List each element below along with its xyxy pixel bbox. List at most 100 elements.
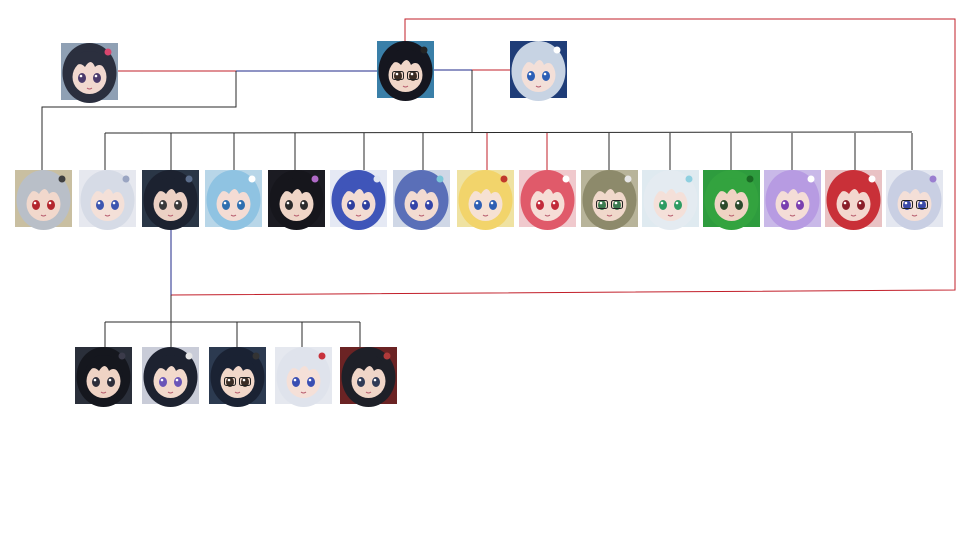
portrait-eye-right [237,200,245,210]
portrait-eye-shine-right [919,201,923,205]
portrait-accessory [118,352,126,360]
portrait-face [530,187,565,221]
portrait-bangs [712,178,751,200]
portrait-eye-left [659,200,667,210]
portrait-eye-left [92,377,100,387]
portrait-silver-hair-red-eyes [15,170,72,230]
portrait-eye-shine-right [490,201,494,205]
portrait-bangs [284,355,323,377]
portrait-face [216,187,251,221]
portrait-eye-right [542,71,550,81]
portrait-face [836,187,871,221]
portrait-face [404,187,439,221]
portrait-eye-right [47,200,55,210]
portrait-eye-right [362,200,370,210]
portrait-eye-shine-right [48,201,52,205]
portrait-glasses-right [407,71,419,80]
portrait-eye-shine-left [395,72,399,76]
portraits-layer [15,41,943,407]
portrait-bangs [466,178,505,200]
portrait-eye-shine-left [227,378,231,382]
portrait-bangs [70,51,109,73]
portrait-accessory [685,175,693,183]
portrait-eye-shine-right [736,201,740,205]
portrait-eye-left [527,71,535,81]
portrait-eye-shine-left [79,74,83,78]
portrait-eye-left [285,200,293,210]
portrait-face [90,187,125,221]
portrait-eye-shine-right [175,378,179,382]
portrait-face [714,187,749,221]
portrait-crimson-hair [825,170,882,230]
portrait-eye-shine-right [94,74,98,78]
portrait-accessory [929,175,937,183]
portrait-white-red-hair [275,347,332,407]
portrait-eye-shine-right [858,201,862,205]
portrait-eye-shine-left [599,201,603,205]
portrait-eye-left [32,200,40,210]
portrait-eye-left [781,200,789,210]
portrait-eye-right [111,200,119,210]
portrait-eye-right [107,377,115,387]
portrait-eye-shine-right [363,201,367,205]
portrait-eye-shine-right [614,201,618,205]
portrait-eye-shine-left [293,378,297,382]
portrait-eye-left [78,73,86,83]
portrait-bangs [773,178,812,200]
portrait-face [86,364,121,398]
portrait-white-hair-blue-eyes [79,170,136,230]
portrait-eye-left [720,200,728,210]
portrait-bangs [88,178,127,200]
portrait-face [653,187,688,221]
portrait-mouth [544,214,551,217]
links-layer [41,18,956,347]
portrait-eye-right [372,377,380,387]
portrait-eye-shine-left [411,201,415,205]
portrait-accessory [868,175,876,183]
portrait-bangs [277,178,316,200]
portrait-mouth [86,87,93,90]
portrait-accessory [746,175,754,183]
portrait-face [26,187,61,221]
portrait-bangs [24,178,63,200]
portrait-silver-hair-headdress [510,41,567,101]
portrait-mouth [728,214,735,217]
portrait-glasses-left [224,377,236,386]
portrait-face [279,187,314,221]
portrait-mouth [355,214,362,217]
portrait-face [521,58,556,92]
portrait-accessory [185,175,193,183]
portrait-black-hair-covered-eye [75,347,132,407]
portrait-eye-shine-left [843,201,847,205]
portrait-accessory [104,48,112,56]
portrait-bangs [339,178,378,200]
portrait-eye-shine-right [175,201,179,205]
portrait-face [153,364,188,398]
portrait-mouth [234,391,241,394]
portrait-eye-right [425,200,433,210]
portrait-black-hair-red-bg [340,347,397,407]
portrait-eye-shine-left [33,201,37,205]
portrait-eye-right [857,200,865,210]
portrait-accessory [248,175,256,183]
portrait-mouth [365,391,372,394]
portrait-mouth [789,214,796,217]
portrait-bangs [834,178,873,200]
portrait-glasses-right [239,377,251,386]
portrait-eye-shine-left [223,201,227,205]
portrait-blue-white-hair [330,170,387,230]
portrait-eye-left [842,200,850,210]
portrait-face [286,364,321,398]
portrait-eye-left [347,200,355,210]
portrait-eye-right [489,200,497,210]
portrait-eye-right [796,200,804,210]
portrait-eye-shine-left [475,201,479,205]
portrait-bangs [402,178,441,200]
portrait-mouth [667,214,674,217]
portrait-eye-shine-left [660,201,664,205]
portrait-eye-shine-left [160,201,164,205]
portrait-eye-shine-left [537,201,541,205]
portrait-eye-shine-right [675,201,679,205]
portrait-mouth [482,214,489,217]
portrait-bangs [151,355,190,377]
